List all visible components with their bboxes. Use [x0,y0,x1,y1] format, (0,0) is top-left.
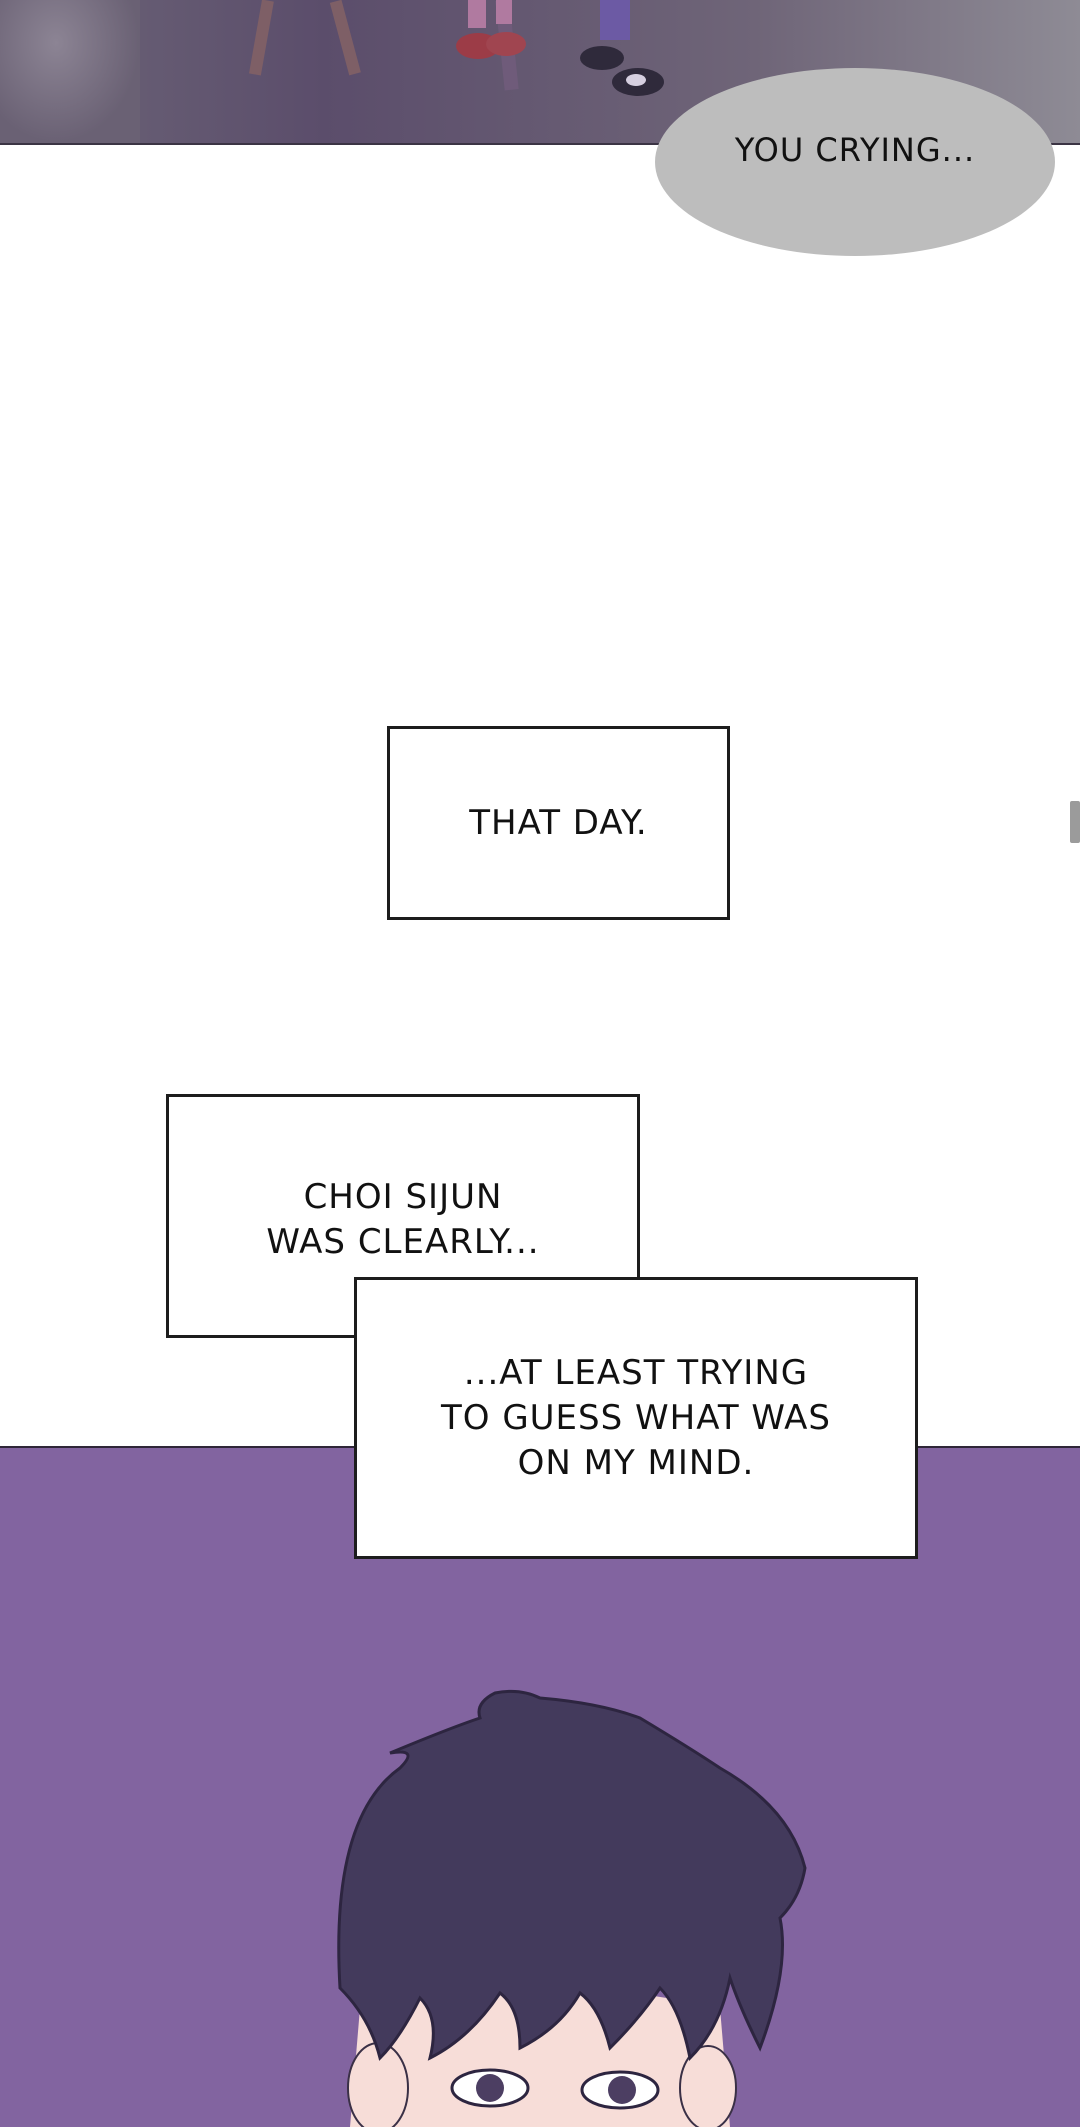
caption-text-line: TO GUESS WHAT WAS [440,1397,831,1438]
caption-text: THAT DAY. [469,802,648,843]
caption-text-line: ON MY MIND. [517,1442,755,1483]
speech-bubble-text: YOU CRYING... [734,131,976,169]
feet-scene-illustration [249,0,664,96]
caption-text-line: CHOI SIJUN [303,1177,503,1217]
caption-seam-cover [357,1280,637,1338]
scrollbar-thumb[interactable] [1070,801,1080,843]
character-illustration [337,1689,807,2127]
bottom-comic-panel [0,1446,1080,2127]
caption-text-line: WAS CLEARLY... [266,1222,540,1262]
caption-box-that-day: THAT DAY. [387,726,730,920]
caption-text-line: ...AT LEAST TRYING [463,1352,809,1393]
floor-shadow [0,0,140,143]
speech-bubble: YOU CRYING... [655,68,1055,256]
